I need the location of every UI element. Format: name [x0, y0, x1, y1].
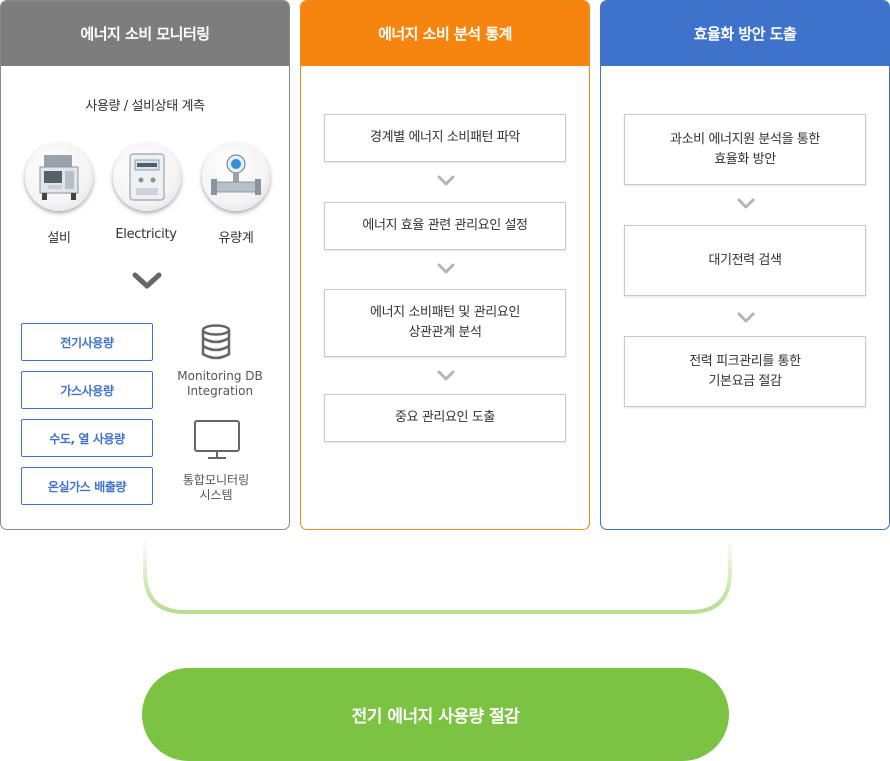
analysis-step-3: 에너지 소비패턴 및 관리요인 상관관계 분석	[324, 289, 566, 357]
panel-efficiency-plan: 효율화 방안 도출 과소비 에너지원 분석을 통한 효율화 방안 대기전력 검색…	[600, 0, 890, 530]
device-label-electricity: Electricity	[115, 227, 177, 242]
efficiency-step-1-text-line2: 효율화 방안	[714, 151, 776, 167]
device-machine	[25, 143, 93, 211]
chevron-down-icon	[737, 198, 755, 209]
metric-water-heat-usage[interactable]: 수도, 열 사용량	[21, 419, 153, 457]
db-label-line2: Integration	[186, 384, 254, 398]
chevron-down-icon	[132, 272, 162, 289]
flow-meter-icon	[211, 154, 261, 195]
db-label-line1: Monitoring DB	[177, 369, 263, 383]
analysis-step-3-text-line1: 에너지 소비패턴 및 관리요인	[370, 305, 520, 320]
panel-title-monitoring: 에너지 소비 모니터링	[1, 1, 289, 66]
panel-title-analysis: 에너지 소비 분석 통계	[301, 1, 589, 66]
chevron-down-icon	[437, 370, 455, 381]
panel-title-efficiency: 효율화 방안 도출	[601, 1, 889, 66]
metric-ghg-emission[interactable]: 온실가스 배출량	[21, 467, 153, 505]
efficiency-step-3: 전력 피크관리를 통한 기본요금 절감	[624, 336, 866, 407]
system-label-line2: 시스템	[199, 488, 233, 502]
metric-electricity-usage[interactable]: 전기사용량	[21, 323, 153, 361]
chevron-down-icon	[737, 312, 755, 323]
integrated-system-label: 통합모니터링 시스템	[161, 473, 271, 503]
analysis-step-1: 경계별 에너지 소비패턴 파악	[324, 114, 566, 162]
analysis-step-1-text: 경계별 에너지 소비패턴 파악	[370, 130, 520, 145]
device-label-flow-meter: 유량계	[218, 231, 254, 246]
database-icon	[201, 324, 231, 360]
efficiency-step-3-text-line1: 전력 피크관리를 통한	[689, 353, 801, 369]
chevron-down-icon	[437, 263, 455, 274]
analysis-step-3-text-line2: 상관관계 분석	[408, 325, 482, 340]
chevron-down-icon	[437, 175, 455, 186]
efficiency-step-2: 대기전력 검색	[624, 225, 866, 296]
device-flow-meter	[202, 143, 270, 211]
efficiency-step-3-text-line2: 기본요금 절감	[708, 373, 782, 389]
metric-gas-usage[interactable]: 가스사용량	[21, 371, 153, 409]
device-label-machine: 설비	[47, 231, 71, 246]
device-electric-meter	[113, 143, 181, 211]
analysis-step-2-text: 에너지 효율 관련 관리요인 설정	[362, 218, 528, 233]
efficiency-step-1-text-line1: 과소비 에너지원 분석을 통한	[670, 131, 820, 147]
analysis-step-4-text: 중요 관리요인 도출	[395, 410, 495, 425]
efficiency-step-1: 과소비 에너지원 분석을 통한 효율화 방안	[624, 114, 866, 185]
monitor-icon	[194, 420, 240, 459]
monitoring-subtitle: 사용량 / 설비상태 계측	[85, 99, 205, 114]
efficiency-step-2-text: 대기전력 검색	[708, 252, 782, 268]
analysis-step-2: 에너지 효율 관련 관리요인 설정	[324, 202, 566, 250]
analysis-step-4: 중요 관리요인 도출	[324, 394, 566, 442]
connector-lines	[143, 538, 732, 670]
system-label-line1: 통합모니터링	[182, 473, 250, 487]
machine-icon	[39, 155, 79, 200]
db-integration-label: Monitoring DB Integration	[165, 369, 275, 399]
result-energy-saving: 전기 에너지 사용량 절감	[142, 668, 729, 761]
electric-meter-icon	[129, 153, 165, 201]
panel-energy-analysis: 에너지 소비 분석 통계 경계별 에너지 소비패턴 파악 에너지 효율 관련 관…	[300, 0, 590, 530]
panel-energy-monitoring: 에너지 소비 모니터링 사용량 / 설비상태 계측 설비 Electricity	[0, 0, 290, 530]
